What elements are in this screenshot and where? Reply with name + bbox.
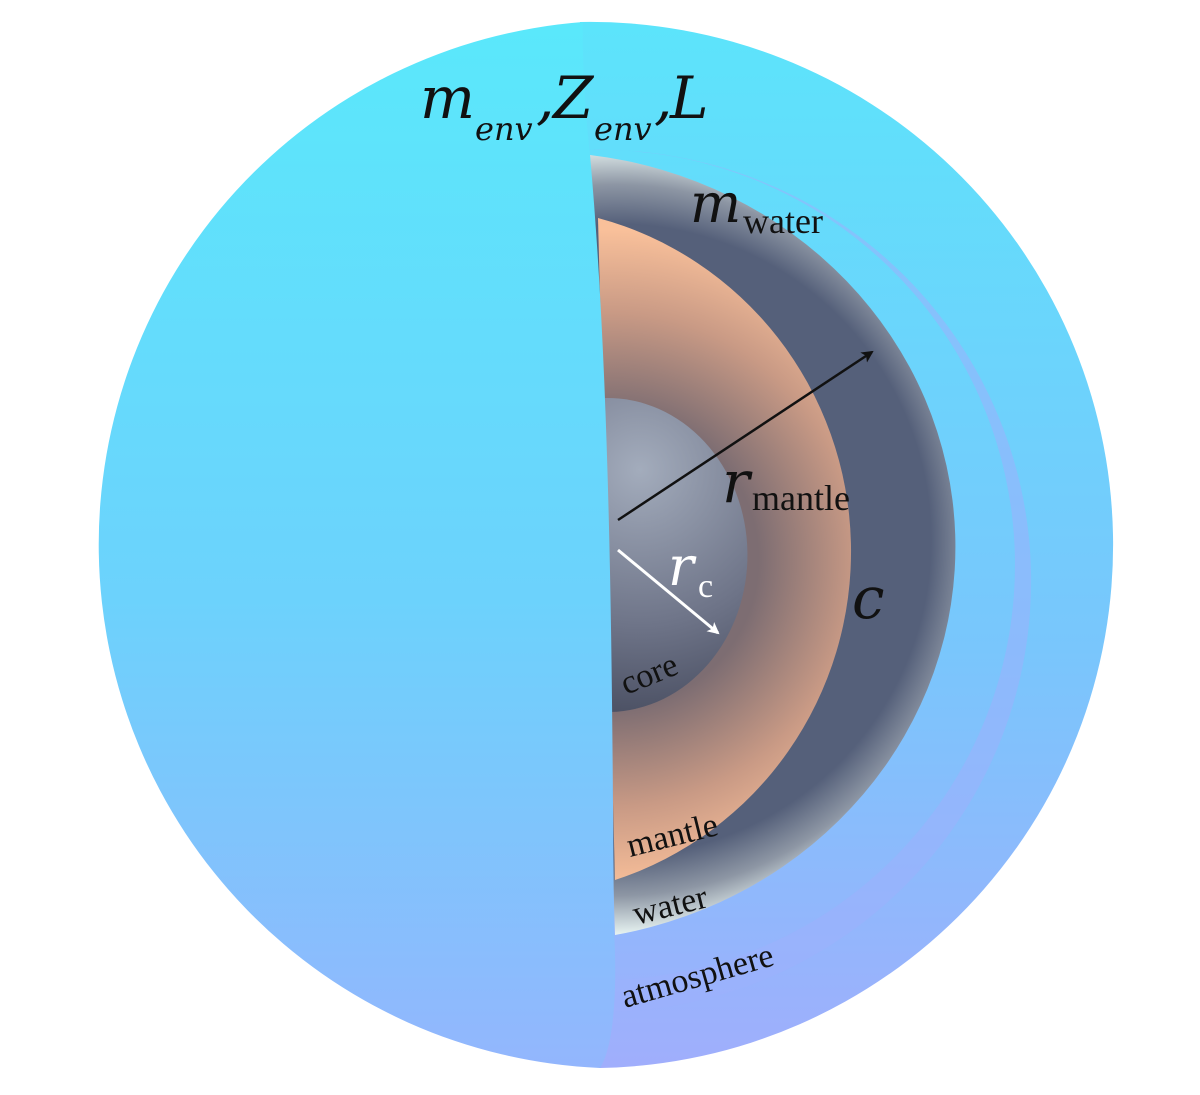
mantle-radius-arrow <box>617 350 874 522</box>
svg-text:m: m <box>690 172 741 235</box>
core-radius-label: r c <box>668 535 713 605</box>
svg-text:env: env <box>475 110 533 148</box>
svg-text:r: r <box>722 448 753 516</box>
water-mass-label: m water <box>690 172 823 241</box>
svg-text:L: L <box>669 64 709 132</box>
svg-text:,: , <box>536 64 554 132</box>
c-symbol-label: c <box>852 564 884 632</box>
svg-text:water: water <box>743 201 823 241</box>
envelope-front <box>98 22 616 1068</box>
svg-text:mantle: mantle <box>752 478 850 518</box>
core-radius-arrow <box>617 548 720 635</box>
svg-text:c: c <box>698 568 713 605</box>
svg-text:r: r <box>668 535 697 598</box>
mantle-radius-label: r mantle <box>722 448 850 518</box>
svg-text:env: env <box>594 110 652 148</box>
svg-text:Z: Z <box>551 64 595 132</box>
envelope-label: m env , Z env , L <box>420 64 709 148</box>
svg-text:m: m <box>420 64 475 132</box>
svg-text:,: , <box>654 64 672 132</box>
